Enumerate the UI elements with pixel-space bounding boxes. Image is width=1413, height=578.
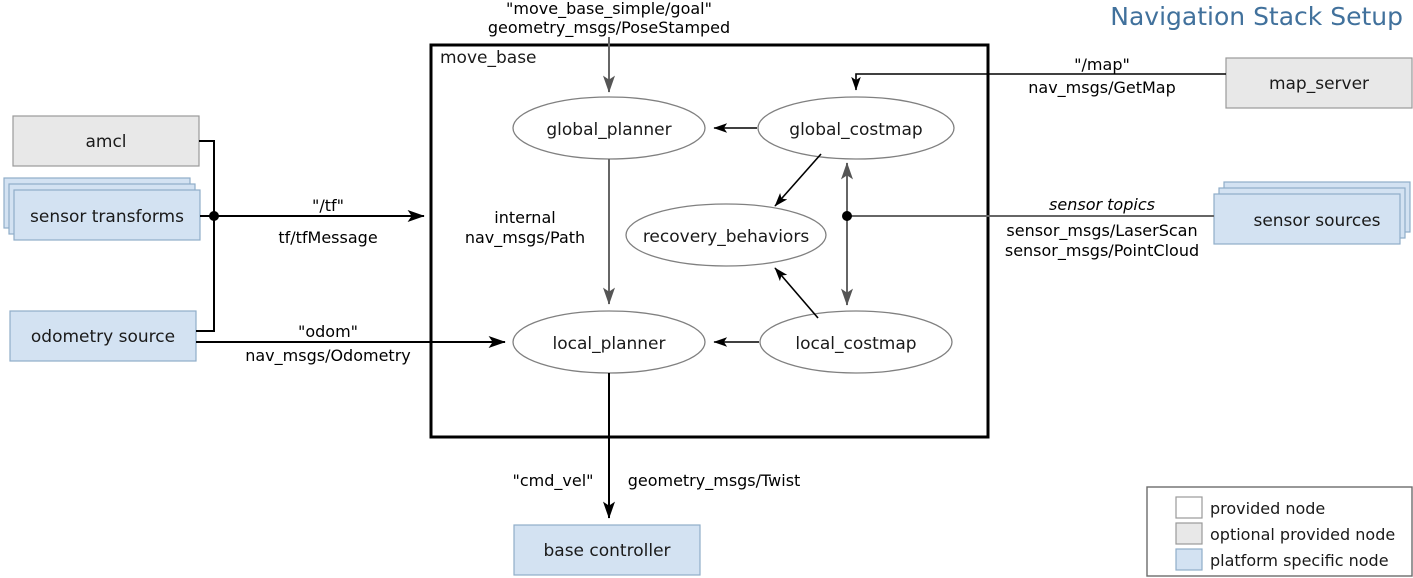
edge-cmd-vel-msgtype: geometry_msgs/Twist	[628, 471, 801, 491]
node-local-costmap[interactable]: local_costmap	[759, 310, 953, 374]
edge-tf-topic: "/tf"	[312, 196, 344, 215]
legend-swatch-provided-node	[1175, 496, 1203, 519]
node-local-costmap-label: local_costmap	[795, 334, 916, 354]
edge-goal-msgtype: geometry_msgs/PoseStamped	[488, 18, 730, 38]
node-recovery-behaviors-shape	[625, 203, 827, 267]
node-map-server[interactable]: map_server	[1225, 57, 1413, 109]
edge-amcl-to-tf-bus	[199, 140, 215, 216]
node-sensor-transforms-box	[13, 189, 201, 241]
node-amcl-box	[12, 115, 200, 167]
edge-map-msgtype: nav_msgs/GetMap	[1028, 78, 1176, 98]
edge-sensor-topics-msgtype-1: sensor_msgs/LaserScan	[1006, 221, 1197, 241]
edge-tf-msgtype: tf/tfMessage	[278, 228, 377, 247]
node-recovery-behaviors-label: recovery_behaviors	[643, 227, 810, 247]
node-local-planner-label: local_planner	[552, 334, 665, 354]
node-map-server-label: map_server	[1269, 74, 1369, 94]
edge-map-to-global-costmap	[851, 73, 1226, 91]
node-base-controller-label: base controller	[543, 541, 670, 561]
node-global-planner-label: global_planner	[546, 120, 671, 140]
edge-odom-topic: "odom"	[298, 322, 358, 341]
node-local-costmap-shape	[759, 310, 953, 374]
legend: provided node optional provided node pla…	[1146, 486, 1413, 577]
node-map-server-box	[1225, 57, 1413, 109]
edge-internal-path-msgtype: nav_msgs/Path	[465, 228, 585, 248]
edge-local-costmap-to-recovery	[774, 267, 819, 319]
junction-dot-sensor	[842, 211, 852, 221]
node-recovery-behaviors[interactable]: recovery_behaviors	[625, 203, 827, 267]
node-odometry-source-label: odometry source	[31, 327, 175, 347]
edge-odom-msgtype: nav_msgs/Odometry	[245, 346, 411, 366]
node-sensor-sources-box	[1213, 193, 1401, 245]
edge-sensor-topics-msgtype-2: sensor_msgs/PointCloud	[1005, 241, 1199, 261]
node-amcl-label: amcl	[85, 132, 126, 152]
edge-sensor-topics-topic: sensor topics	[1049, 195, 1155, 214]
edge-global-costmap-to-recovery	[774, 153, 822, 207]
node-local-planner[interactable]: local_planner	[512, 310, 706, 374]
page-title: Navigation Stack Setup	[1110, 2, 1403, 31]
edge-internal-path-topic: internal	[494, 208, 555, 227]
move-base-frame	[429, 43, 990, 439]
node-sensor-transforms[interactable]: sensor transforms	[3, 177, 201, 241]
legend-swatch-optional-provided-node	[1175, 522, 1203, 545]
junction-dot-tf	[209, 211, 219, 221]
legend-label-optional-provided-node: optional provided node	[1210, 525, 1395, 544]
node-amcl[interactable]: amcl	[12, 115, 200, 167]
node-global-planner[interactable]: global_planner	[512, 96, 706, 160]
node-global-costmap-label: global_costmap	[789, 120, 922, 140]
node-base-controller[interactable]: base controller	[513, 524, 701, 576]
edge-cmd-vel-topic: "cmd_vel"	[512, 471, 593, 491]
node-odometry-source-box	[9, 310, 197, 362]
node-odometry-source[interactable]: odometry source	[9, 310, 197, 362]
node-sensor-sources-label: sensor sources	[1253, 211, 1380, 231]
node-sensor-sources[interactable]: sensor sources	[1213, 181, 1411, 245]
edge-odometry-to-tf-bus	[196, 216, 215, 332]
edge-map-topic: "/map"	[1074, 55, 1130, 74]
node-global-costmap[interactable]: global_costmap	[757, 96, 955, 160]
move-base-frame-label: move_base	[440, 48, 537, 68]
legend-label-provided-node: provided node	[1210, 499, 1325, 518]
legend-swatch-platform-specific-node	[1175, 548, 1203, 571]
node-sensor-transforms-label: sensor transforms	[30, 207, 184, 227]
legend-label-platform-specific-node: platform specific node	[1210, 551, 1389, 570]
node-base-controller-box	[513, 524, 701, 576]
node-global-costmap-shape	[757, 96, 955, 160]
edge-goal-topic: "move_base_simple/goal"	[506, 0, 712, 19]
